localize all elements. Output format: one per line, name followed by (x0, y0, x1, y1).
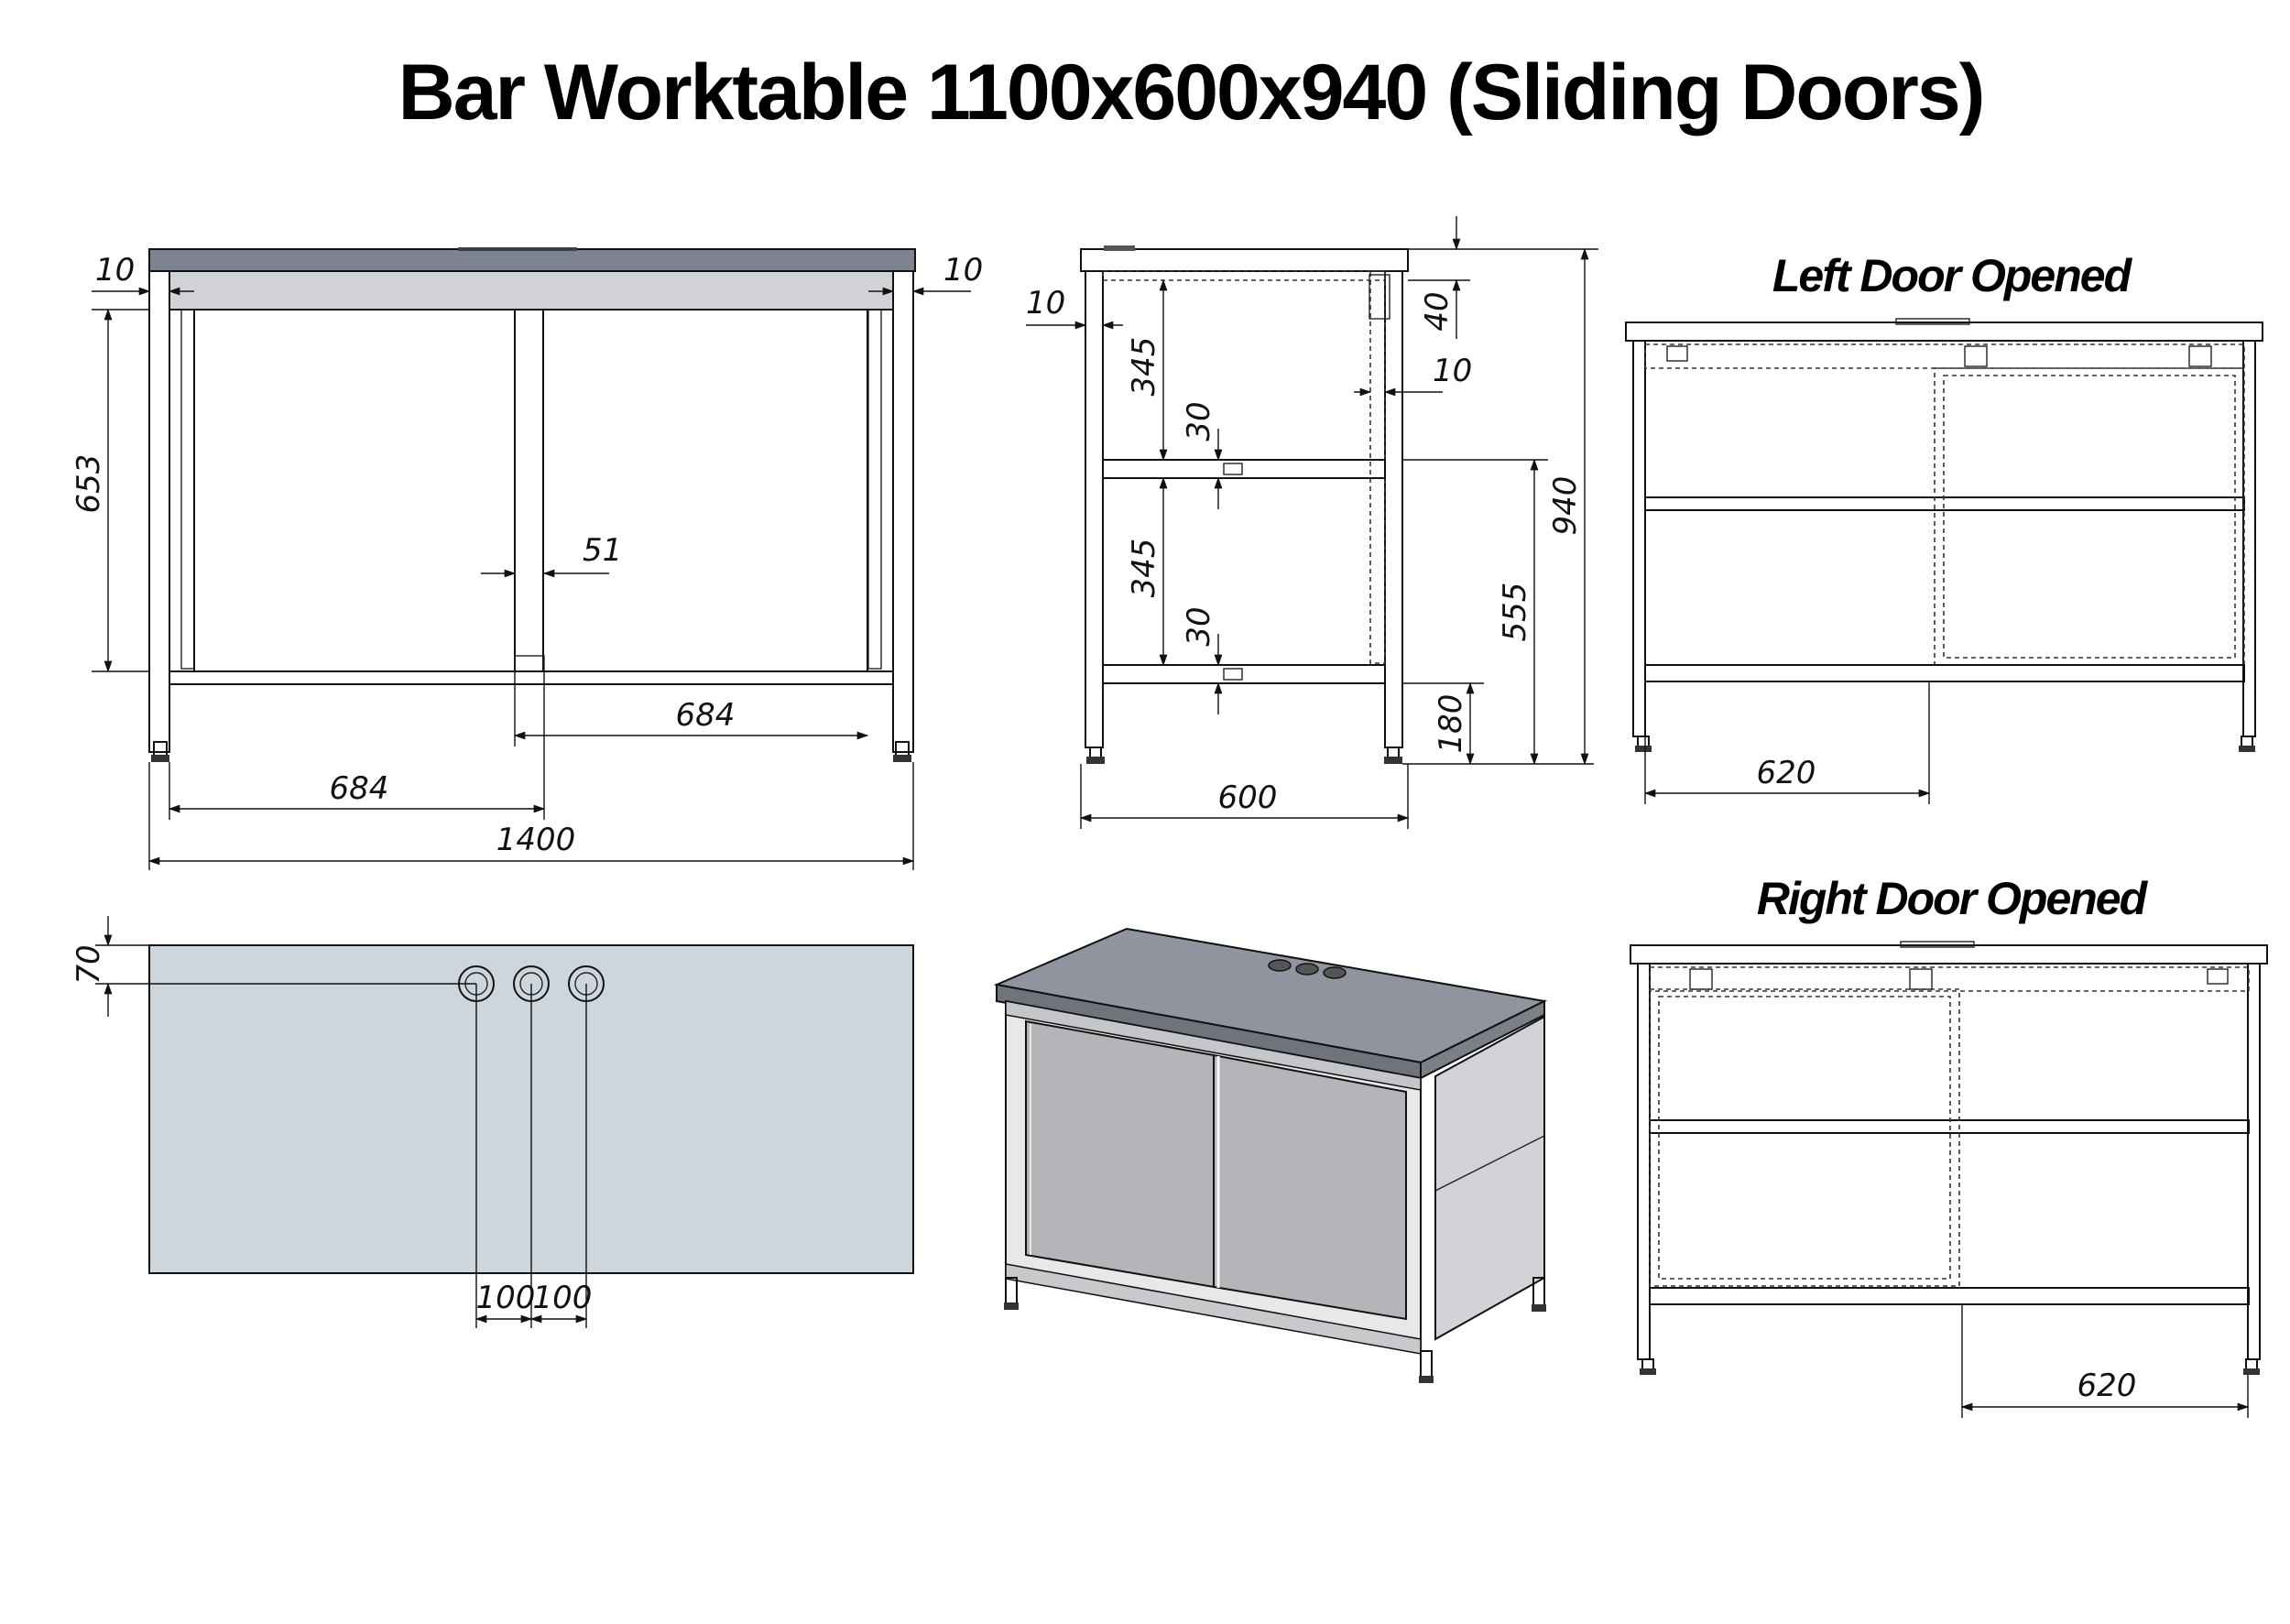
dim-front-gap-left: 10 (95, 252, 135, 289)
left-door-opened-dimensions: 620 (1643, 681, 1931, 804)
dim-side-bottom-clear: 180 (1433, 694, 1469, 754)
dim-side-depth: 600 (1218, 779, 1278, 816)
dim-side-lower-space: 345 (1126, 539, 1162, 598)
dim-front-door-right: 684 (676, 697, 736, 734)
dim-side-inner-offset: 10 (1433, 353, 1472, 389)
top-view-dimensions: 70 100 100 (71, 916, 592, 1328)
left-door-opened-label: Left Door Opened (1772, 250, 2133, 301)
side-view (1080, 245, 1409, 764)
right-door-opened-label: Right Door Opened (1757, 873, 2149, 924)
front-view (148, 247, 916, 762)
right-door-opened-dimensions: 620 (1960, 1304, 2250, 1418)
dim-side-top-gap: 40 (1419, 291, 1456, 331)
right-door-opened-view (1630, 941, 2268, 1375)
dim-front-overall-length: 1400 (496, 822, 576, 858)
isometric-view (993, 927, 1548, 1383)
dim-side-shelf-height: 555 (1497, 583, 1533, 642)
drawing-title: Bar Worktable 1100x600x940 (Sliding Door… (398, 49, 1984, 136)
dim-front-door-left: 684 (330, 770, 389, 807)
dim-left-open-opening: 620 (1757, 755, 1816, 791)
dim-side-post-offset: 10 (1026, 285, 1065, 322)
dim-side-overall-height: 940 (1547, 476, 1584, 536)
left-door-opened-view (1625, 318, 2263, 752)
dim-front-door-overlap: 51 (583, 532, 622, 569)
dim-front-gap-right: 10 (943, 252, 983, 289)
dim-top-hole-offset: 70 (71, 944, 107, 984)
dim-top-hole-pitch-1: 100 (476, 1280, 536, 1316)
side-view-dimensions: 10 345 30 345 30 40 10 555 180 (1026, 216, 1598, 829)
front-view-dimensions: 10 10 653 51 684 684 1400 (71, 252, 983, 870)
dim-side-upper-space: 345 (1126, 337, 1162, 397)
dim-side-shelf-upper: 30 (1181, 401, 1217, 441)
dim-right-open-opening: 620 (2077, 1368, 2137, 1404)
dim-front-door-height: 653 (71, 454, 107, 514)
dim-side-shelf-lower: 30 (1181, 606, 1217, 646)
dim-top-hole-pitch-2: 100 (533, 1280, 593, 1316)
